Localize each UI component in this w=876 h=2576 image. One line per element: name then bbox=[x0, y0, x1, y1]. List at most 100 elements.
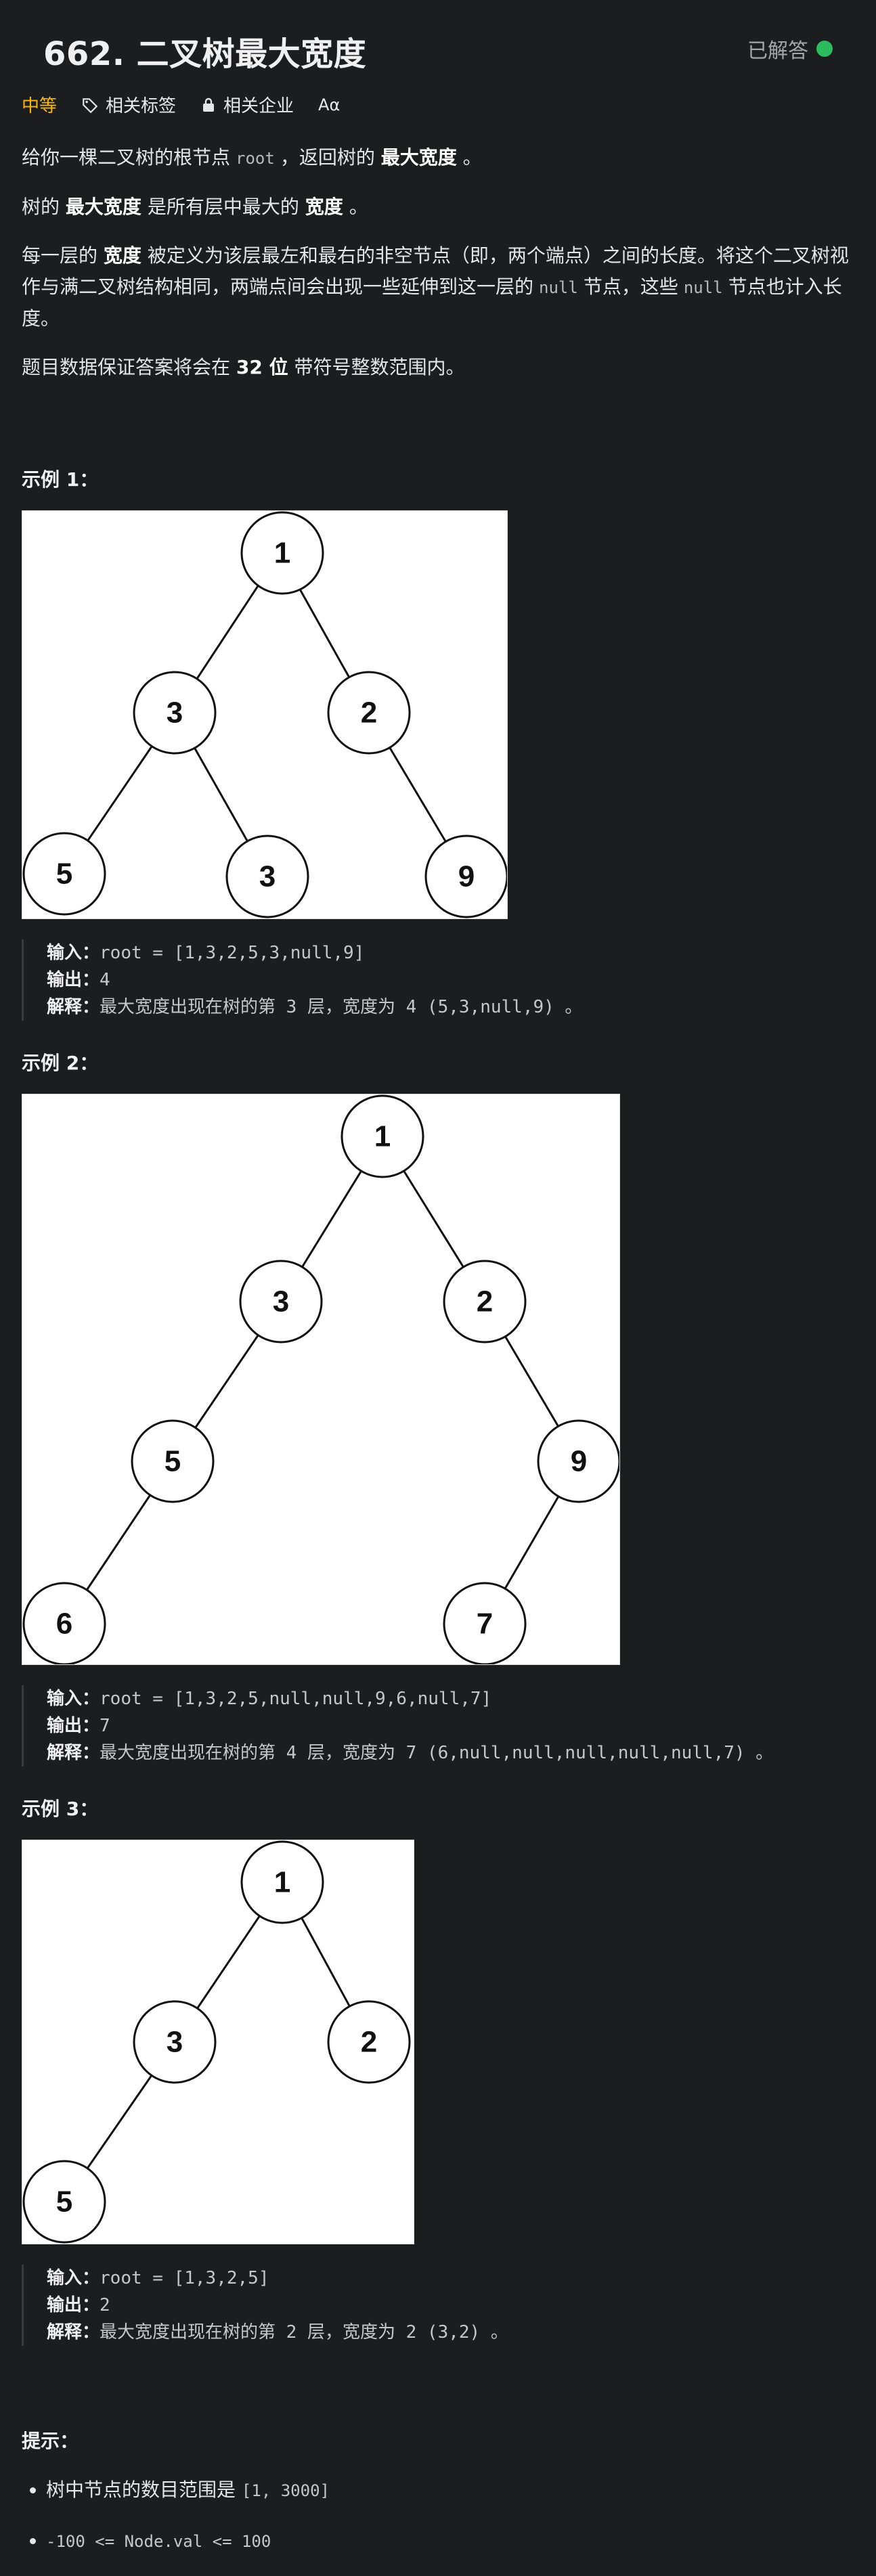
tree-node-label: 2 bbox=[477, 1285, 493, 1318]
solved-label: 已解答 bbox=[747, 39, 808, 63]
difficulty-badge[interactable]: 中等 bbox=[22, 92, 57, 117]
example-2-io: 输入：root = [1,3,2,5,null,null,9,6,null,7]… bbox=[22, 1685, 854, 1767]
lock-icon bbox=[200, 97, 217, 113]
description-paragraph-3: 每一层的 宽度 被定义为该层最左和最右的非空节点（即，两个端点）之间的长度。将这… bbox=[22, 240, 854, 334]
tree-node-label: 2 bbox=[361, 696, 377, 730]
related-companies-button[interactable]: 相关企业 bbox=[200, 92, 294, 117]
explain-value: 最大宽度出现在树的第 4 层，宽度为 7 (6,null,null,null,n… bbox=[100, 1743, 774, 1763]
bold-text: 宽度 bbox=[305, 196, 343, 218]
output-label: 输出： bbox=[47, 1716, 100, 1736]
input-value: root = [1,3,2,5] bbox=[100, 2268, 269, 2288]
tree-node-label: 9 bbox=[458, 860, 475, 893]
output-value: 7 bbox=[100, 1716, 110, 1736]
tree-node-label: 3 bbox=[167, 696, 183, 730]
hint-item: 树中节点的数目范围是 [1, 3000] bbox=[46, 2474, 854, 2506]
related-tags-label: 相关标签 bbox=[106, 96, 177, 116]
bold-text: 最大宽度 bbox=[380, 146, 457, 169]
hint-code: -100 <= Node.val <= 100 bbox=[46, 2532, 271, 2551]
inline-code: root bbox=[236, 149, 275, 168]
input-value: root = [1,3,2,5,3,null,9] bbox=[100, 943, 365, 963]
problem-content: 给你一棵二叉树的根节点 root ，返回树的 最大宽度 。 树的 最大宽度 是所有层… bbox=[22, 142, 854, 2576]
input-value: root = [1,3,2,5,null,null,9,6,null,7] bbox=[100, 1689, 492, 1709]
tree-node bbox=[443, 1260, 527, 1343]
description-paragraph-1: 给你一棵二叉树的根节点 root ，返回树的 最大宽度 。 bbox=[22, 142, 854, 174]
tree-node bbox=[239, 1260, 323, 1343]
example-3-io: 输入：root = [1,3,2,5] 输出：2 解释：最大宽度出现在树的第 2… bbox=[22, 2265, 854, 2346]
inline-code: null bbox=[539, 278, 578, 297]
tree-node bbox=[240, 511, 324, 595]
font-size-button[interactable]: Aα bbox=[318, 95, 340, 114]
tree-node bbox=[131, 1419, 215, 1503]
tree-node-label: 6 bbox=[56, 1607, 72, 1641]
tag-bar: 中等 相关标签 相关企业 Aα bbox=[22, 92, 340, 117]
text: 给你一棵二叉树的根节点 bbox=[22, 146, 231, 169]
text: 节点也计入长度。 bbox=[22, 275, 842, 330]
bold-text: 最大宽度 bbox=[65, 196, 141, 218]
output-value: 2 bbox=[100, 2295, 110, 2315]
tree-node-label: 3 bbox=[273, 1285, 289, 1318]
input-label: 输入： bbox=[47, 2268, 100, 2288]
text: 节点，这些 bbox=[583, 275, 678, 298]
tree-node bbox=[22, 832, 106, 916]
difficulty-label: 中等 bbox=[22, 96, 58, 116]
description-paragraph-2: 树的 最大宽度 是所有层中最大的 宽度 。 bbox=[22, 192, 854, 223]
example-1-tree-image: 1 3 2 5 3 9 bbox=[22, 510, 508, 919]
tree-node-label: 1 bbox=[374, 1120, 391, 1153]
tree-node bbox=[341, 1094, 424, 1178]
example-3-tree-image: 1 3 2 5 bbox=[22, 1840, 414, 2244]
text: 。 bbox=[462, 146, 482, 169]
tree-node bbox=[133, 671, 217, 755]
related-tags-button[interactable]: 相关标签 bbox=[81, 92, 176, 117]
bold-text: 32 位 bbox=[236, 356, 288, 378]
text: 树的 bbox=[22, 196, 60, 218]
tree-node-label: 5 bbox=[165, 1445, 181, 1478]
text: 题目数据保证答案将会在 bbox=[22, 356, 231, 378]
tree-node-label: 5 bbox=[56, 858, 72, 891]
text: 。 bbox=[349, 196, 368, 218]
page-title: 662. 二叉树最大宽度 bbox=[43, 35, 367, 73]
text: ，返回树的 bbox=[280, 146, 375, 169]
solved-status: 已解答 bbox=[747, 34, 833, 64]
tree-node-label: 3 bbox=[259, 860, 276, 893]
hint-text: 树中节点的数目范围是 bbox=[46, 2479, 236, 2501]
input-label: 输入： bbox=[47, 943, 100, 963]
tag-icon bbox=[81, 96, 99, 114]
tree-node bbox=[22, 2160, 106, 2244]
inline-code: null bbox=[683, 278, 723, 297]
font-size-icon: Aα bbox=[318, 95, 341, 114]
tree-node-label: 9 bbox=[571, 1445, 587, 1478]
tree-node bbox=[240, 1840, 324, 1924]
example-3-title: 示例 3： bbox=[22, 1798, 99, 1820]
description-paragraph-4: 题目数据保证答案将会在 32 位 带符号整数范围内。 bbox=[22, 352, 854, 383]
text: 每一层的 bbox=[22, 244, 98, 267]
tree-node bbox=[225, 835, 309, 918]
tree-node-label: 1 bbox=[274, 537, 290, 570]
input-label: 输入： bbox=[47, 1689, 100, 1709]
example-1-title: 示例 1： bbox=[22, 468, 99, 491]
output-value: 4 bbox=[100, 970, 110, 990]
solved-dot-icon bbox=[816, 41, 833, 57]
tree-node-label: 7 bbox=[477, 1607, 493, 1641]
output-label: 输出： bbox=[47, 970, 100, 990]
example-2-title: 示例 2： bbox=[22, 1052, 99, 1074]
tree-node bbox=[133, 2000, 217, 2084]
hints-list: 树中节点的数目范围是 [1, 3000] -100 <= Node.val <=… bbox=[22, 2474, 854, 2557]
tree-node-label: 3 bbox=[167, 2026, 183, 2059]
example-2-tree-image: 1 3 2 5 9 6 7 bbox=[22, 1094, 621, 1666]
hints-title: 提示： bbox=[22, 2430, 79, 2452]
tree-node bbox=[327, 671, 411, 755]
text: 是所有层中最大的 bbox=[147, 196, 299, 218]
output-label: 输出： bbox=[47, 2295, 100, 2315]
tree-node-label: 5 bbox=[56, 2185, 72, 2219]
tree-node bbox=[327, 2000, 411, 2084]
text: 被定义为该层最左和最右的非空节点（即，两个端点）之间的长度。将这个二叉树视作与满… bbox=[22, 244, 849, 298]
explain-label: 解释： bbox=[47, 1743, 100, 1763]
tree-node-label: 2 bbox=[361, 2026, 377, 2059]
tree-node-label: 1 bbox=[274, 1866, 290, 1899]
explain-value: 最大宽度出现在树的第 3 层，宽度为 4 (5,3,null,9) 。 bbox=[100, 997, 583, 1017]
related-companies-label: 相关企业 bbox=[223, 96, 294, 116]
problem-header: 662. 二叉树最大宽度 已解答 bbox=[22, 0, 854, 99]
example-1-io: 输入：root = [1,3,2,5,3,null,9] 输出：4 解释：最大宽… bbox=[22, 939, 854, 1021]
bold-text: 宽度 bbox=[103, 244, 141, 267]
explain-value: 最大宽度出现在树的第 2 层，宽度为 2 (3,2) 。 bbox=[100, 2322, 508, 2342]
